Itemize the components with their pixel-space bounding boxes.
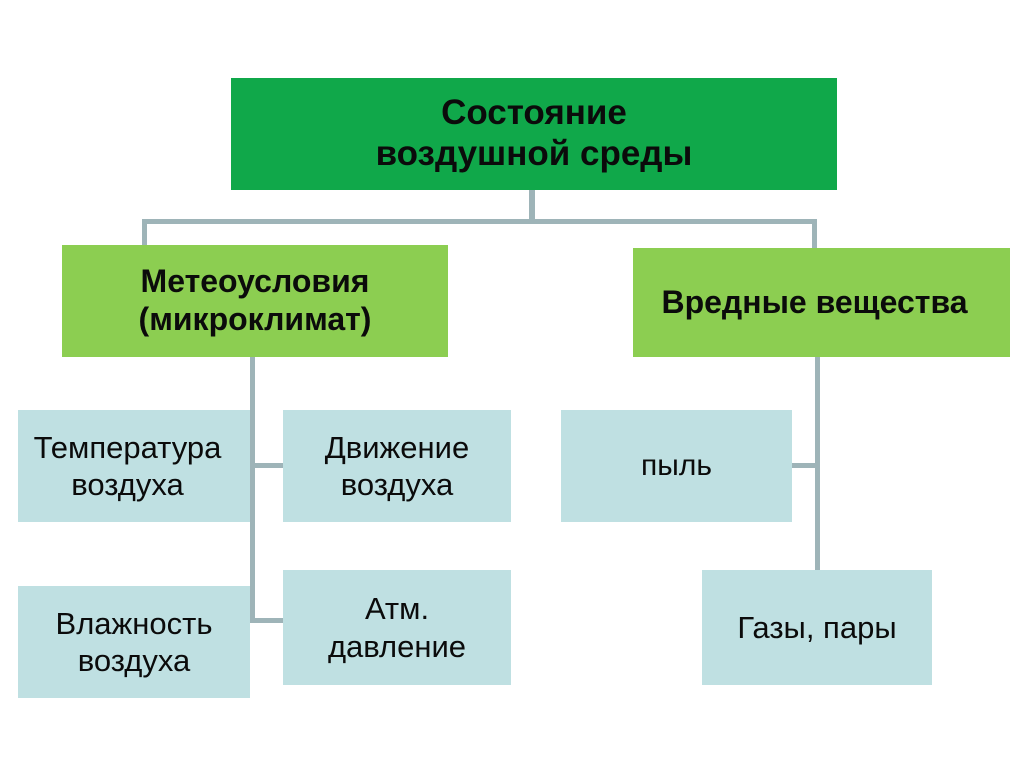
node-root-air-environment[interactable]: Состояние воздушной среды bbox=[231, 78, 837, 190]
node-leaf-gases-vapors-label: Газы, пары bbox=[737, 609, 897, 645]
node-leaf-dust[interactable]: пыль bbox=[561, 410, 792, 522]
node-leaf-humidity[interactable]: Влажность воздуха bbox=[18, 586, 250, 698]
node-branch-meteo[interactable]: Метеоусловия (микроклимат) bbox=[62, 245, 448, 357]
connector-meteo-stub-upper bbox=[250, 463, 284, 468]
node-leaf-dust-label: пыль bbox=[641, 449, 712, 482]
node-leaf-temperature[interactable]: Температура воздуха bbox=[18, 410, 250, 522]
node-branch-harmful[interactable]: Вредные вещества bbox=[633, 248, 1010, 357]
node-leaf-gases-vapors[interactable]: Газы, пары bbox=[702, 570, 932, 685]
connector-meteo-trunk bbox=[250, 357, 255, 623]
node-root-label: Состояние воздушной среды bbox=[375, 93, 693, 173]
node-leaf-humidity-label: Влажность воздуха bbox=[55, 605, 213, 678]
node-branch-harmful-label: Вредные вещества bbox=[661, 283, 968, 320]
connector-branch-bus bbox=[142, 219, 816, 224]
node-leaf-temperature-label: Температура воздуха bbox=[33, 429, 222, 502]
node-branch-meteo-label: Метеоусловия (микроклимат) bbox=[138, 263, 372, 337]
connector-branch-left-drop bbox=[142, 219, 147, 249]
node-leaf-pressure-label: Атм. давление bbox=[327, 591, 467, 664]
connector-meteo-stub-lower bbox=[250, 618, 284, 623]
connector-branch-right-drop bbox=[812, 219, 817, 249]
node-leaf-air-movement-label: Движение воздуха bbox=[324, 429, 470, 502]
connector-harmful-stub-dust bbox=[789, 463, 819, 468]
connector-root-stem bbox=[529, 190, 535, 224]
node-leaf-air-movement[interactable]: Движение воздуха bbox=[283, 410, 511, 522]
node-leaf-pressure[interactable]: Атм. давление bbox=[283, 570, 511, 685]
